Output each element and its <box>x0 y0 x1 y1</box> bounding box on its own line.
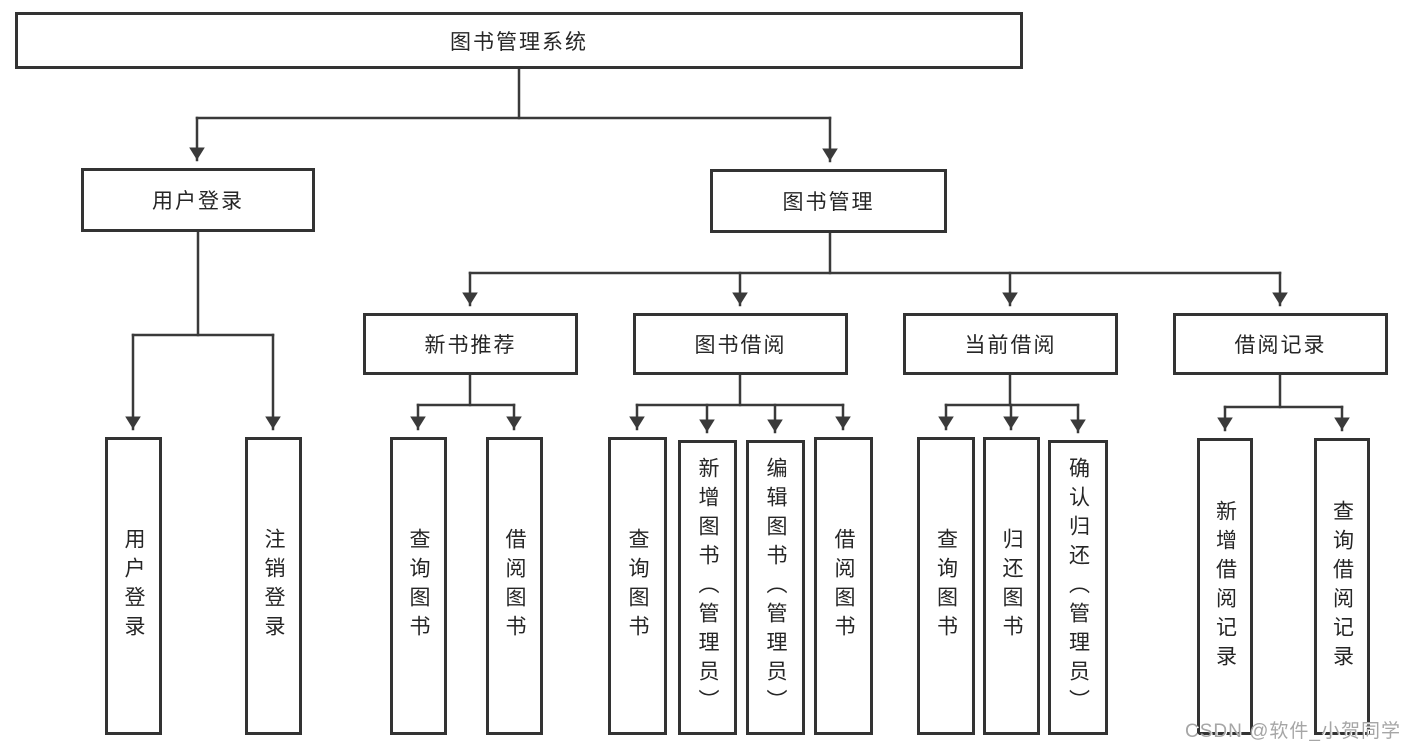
node-label: 借阅记录 <box>1234 334 1327 357</box>
node-label: 图书管理系统 <box>450 30 588 54</box>
node-label: 注销登录 <box>262 528 285 644</box>
node-label: 查询借阅记录 <box>1330 499 1354 674</box>
node-label: 新书推荐 <box>424 334 517 357</box>
node-label: 编辑图书（管理员） <box>764 457 787 718</box>
leaf-add-books-admin: 新增图书（管理员） <box>678 440 737 735</box>
node-label: 图书管理 <box>782 191 875 214</box>
node-label: 查询图书 <box>407 528 430 644</box>
node-label: 新增借阅记录 <box>1213 499 1237 674</box>
leaf-query-books: 查询图书 <box>917 437 975 735</box>
node-label: 查询图书 <box>626 528 649 644</box>
node-user-login: 用户登录 <box>81 168 315 232</box>
node-label: 当前借阅 <box>964 334 1057 357</box>
node-library-management-system: 图书管理系统 <box>15 12 1023 69</box>
node-label: 新增图书（管理员） <box>696 457 719 718</box>
node-label: 用户登录 <box>152 190 244 213</box>
node-label: 归还图书 <box>1000 528 1023 644</box>
node-label: 图书借阅 <box>694 334 787 357</box>
node-borrowing-records: 借阅记录 <box>1173 313 1388 375</box>
node-new-book-recommendation: 新书推荐 <box>363 313 578 375</box>
leaf-logout: 注销登录 <box>245 437 302 735</box>
leaf-query-books: 查询图书 <box>390 437 447 735</box>
node-current-borrowing: 当前借阅 <box>903 313 1118 375</box>
leaf-add-borrow-record: 新增借阅记录 <box>1197 438 1253 735</box>
node-book-management: 图书管理 <box>710 169 947 233</box>
leaf-query-books: 查询图书 <box>608 437 667 735</box>
node-label: 确认归还（管理员） <box>1066 457 1090 718</box>
node-label: 借阅图书 <box>503 528 526 644</box>
node-label: 查询图书 <box>934 528 958 644</box>
leaf-return-books: 归还图书 <box>983 437 1040 735</box>
leaf-user-login: 用户登录 <box>105 437 162 735</box>
leaf-borrow-books: 借阅图书 <box>814 437 873 735</box>
csdn-watermark: CSDN @软件_小贺同学 <box>1185 721 1401 742</box>
node-label: 借阅图书 <box>832 528 855 644</box>
leaf-query-borrow-record: 查询借阅记录 <box>1314 438 1370 735</box>
node-label: 用户登录 <box>122 528 145 644</box>
leaf-borrow-books: 借阅图书 <box>486 437 543 735</box>
node-book-borrowing: 图书借阅 <box>633 313 848 375</box>
leaf-edit-books-admin: 编辑图书（管理员） <box>746 440 805 735</box>
leaf-confirm-return-admin: 确认归还（管理员） <box>1048 440 1108 735</box>
